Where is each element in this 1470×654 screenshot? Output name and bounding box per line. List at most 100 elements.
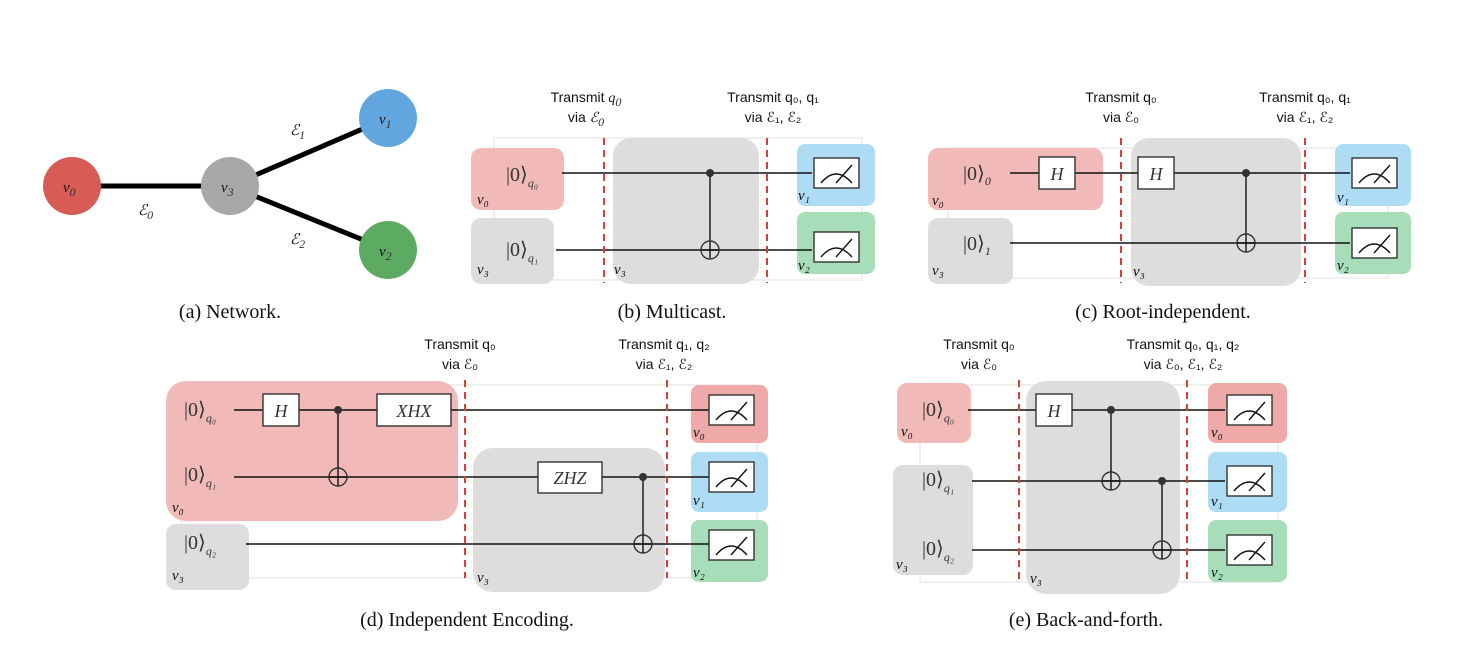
region-v3-left — [928, 218, 1013, 284]
svg-text:ℰ0: ℰ0 — [138, 203, 153, 222]
label-v1: v₁ — [798, 188, 810, 204]
label-v3: v₃ — [477, 262, 489, 278]
svg-text:|0⟩q₂: |0⟩q₂ — [922, 538, 954, 564]
node-v3-label: v — [221, 180, 228, 196]
label-v0: v₀ — [901, 424, 913, 440]
svg-text:|0⟩0: |0⟩0 — [963, 163, 991, 188]
label-v3: v₃ — [896, 557, 908, 573]
label-v0: v₀ — [172, 500, 184, 516]
caption-a: (a) Network. — [179, 301, 281, 323]
caption-c: (c) Root-independent. — [1075, 301, 1251, 323]
region-v3-left — [471, 218, 554, 284]
svg-text:|0⟩q₁: |0⟩q₁ — [506, 239, 538, 265]
svg-text:Transmit q0: Transmit q0 — [551, 89, 622, 109]
caption-b: (b) Multicast. — [618, 301, 727, 323]
region-v3-main — [473, 448, 665, 592]
node-v2-label: v — [379, 244, 386, 260]
edge-label-e1: ℰ — [290, 123, 301, 139]
svg-text:via ℰ0: via ℰ0 — [568, 109, 604, 129]
label-v3: v₃ — [477, 570, 489, 586]
measure-icon — [1226, 465, 1273, 497]
hadamard-gate: H — [262, 393, 300, 427]
transmit2-line2: via ℰ₁, ℰ₂ — [1277, 109, 1334, 125]
svg-text:v0: v0 — [63, 180, 76, 199]
panel-e-back-and-forth: H |0⟩q₀ |0⟩q₁ |0⟩q₂ v₀ v₃ v₃ v₀ v₁ v₂ Tr… — [893, 336, 1287, 631]
svg-text:ℰ2: ℰ2 — [290, 232, 305, 251]
label-v1: v₁ — [1337, 190, 1349, 206]
label-v2: v₂ — [1337, 258, 1349, 274]
svg-text:|0⟩q₁: |0⟩q₁ — [922, 469, 954, 495]
svg-text:v1: v1 — [379, 112, 392, 131]
panel-d-independent-encoding: H XHX ZHZ |0⟩q₀ |0⟩q₁ |0⟩q₂ v₀ — [166, 336, 768, 631]
node-v3 — [201, 157, 259, 215]
label-v0: v₀ — [477, 192, 489, 208]
label-v0: v₀ — [1211, 425, 1223, 441]
panel-a-network: v0 v3 v1 v2 ℰ0 ℰ1 ℰ2 (a) Network. — [43, 89, 417, 323]
svg-text:|0⟩q₀: |0⟩q₀ — [922, 399, 954, 425]
region-v3-main — [1026, 381, 1180, 594]
control-dot — [706, 169, 714, 177]
transmit1-line2: via ℰ₀ — [1103, 109, 1139, 125]
measure-icon — [1226, 534, 1273, 566]
region-v3-left — [893, 465, 973, 575]
control-dot — [639, 473, 647, 481]
hadamard-gate: H — [1038, 156, 1076, 190]
edge-label-e0: ℰ — [138, 203, 149, 219]
control-dot — [1107, 406, 1115, 414]
measure-icon — [813, 157, 860, 189]
region-v0 — [471, 148, 564, 210]
panel-b-multicast: |0⟩q₀ |0⟩q₁ v₀ v₃ v₃ v₁ v₂ Transmit q0 v… — [471, 89, 875, 323]
measure-icon — [708, 461, 755, 493]
control-dot — [1242, 169, 1250, 177]
transmit2-line1: Transmit q₀, q₁ — [1259, 89, 1351, 105]
svg-text:ℰ1: ℰ1 — [290, 123, 305, 142]
transmit1-line2: via — [568, 109, 590, 125]
label-v0: v₀ — [693, 425, 705, 441]
svg-text:|0⟩q₀: |0⟩q₀ — [184, 399, 216, 425]
svg-text:H: H — [1149, 164, 1164, 184]
measure-icon — [1351, 157, 1398, 189]
label-v3: v₃ — [614, 262, 626, 278]
label-v2: v₂ — [1211, 565, 1223, 581]
ket-q0: |0⟩ — [506, 164, 528, 186]
node-v1-label: v — [379, 112, 386, 128]
transmit2-line1: Transmit q₁, q₂ — [618, 336, 709, 352]
ket-q1: |0⟩ — [963, 233, 985, 255]
hadamard-gate: H — [1035, 393, 1073, 427]
measure-icon — [708, 529, 755, 561]
node-v2 — [359, 221, 417, 279]
measure-icon — [813, 231, 860, 263]
node-v0 — [43, 157, 101, 215]
region-v0 — [897, 383, 971, 443]
svg-text:|0⟩q₀: |0⟩q₀ — [506, 164, 538, 190]
hadamard-gate: H — [1137, 156, 1175, 190]
svg-text:H: H — [1047, 401, 1062, 421]
transmit1-line2: via ℰ₀ — [442, 356, 478, 372]
label-v1: v₁ — [1211, 494, 1223, 510]
label-v3: v₃ — [932, 263, 944, 279]
node-v0-label: v — [63, 180, 70, 196]
label-v2: v₂ — [693, 565, 705, 581]
transmit2-line1: Transmit q₀, q₁ — [727, 89, 819, 105]
svg-text:|0⟩1: |0⟩1 — [963, 233, 991, 258]
ket-q1: |0⟩ — [184, 464, 206, 486]
transmit2-line2: via ℰ₁, ℰ₂ — [745, 109, 802, 125]
svg-text:H: H — [1050, 164, 1065, 184]
transmit1-line2: via ℰ₀ — [961, 356, 997, 372]
ket-q1: |0⟩ — [922, 469, 944, 491]
xhx-gate: XHX — [376, 393, 452, 427]
ket-q0: |0⟩ — [963, 163, 985, 185]
caption-e: (e) Back-and-forth. — [1009, 609, 1163, 631]
label-v3: v₃ — [1030, 571, 1042, 587]
svg-text:H: H — [274, 401, 289, 421]
svg-text:v2: v2 — [379, 244, 392, 263]
measure-icon — [1351, 227, 1398, 259]
transmit2-line2: via ℰ₁, ℰ₂ — [636, 356, 693, 372]
ket-q0: |0⟩ — [922, 399, 944, 421]
svg-text:|0⟩q₂: |0⟩q₂ — [184, 532, 216, 558]
label-v1: v₁ — [693, 493, 705, 509]
svg-text:ZHZ: ZHZ — [553, 468, 587, 488]
edge-label-e2: ℰ — [290, 232, 301, 248]
label-v0: v₀ — [932, 193, 944, 209]
